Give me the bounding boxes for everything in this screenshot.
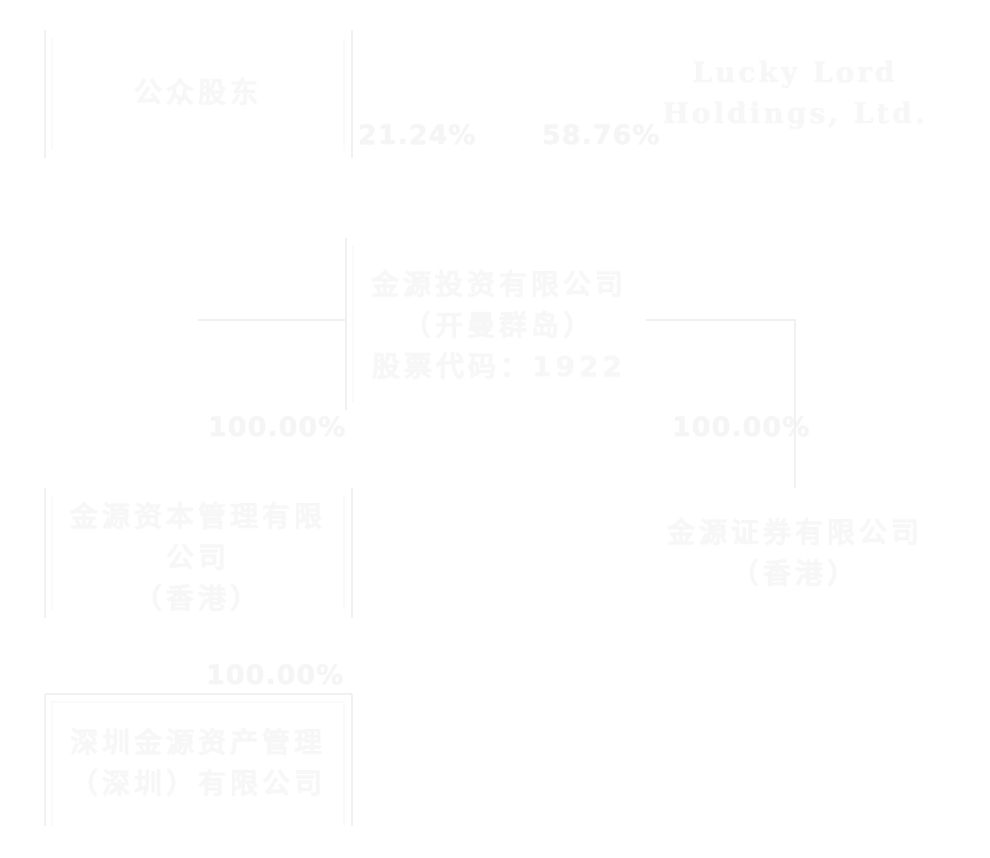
node-jinyuan-capital-line-3: （香港） xyxy=(133,582,262,615)
node-public-shareholders: 公众股东 xyxy=(52,72,344,113)
node-jinyuan-capital-line-1: 金源资本管理有限 xyxy=(69,500,326,533)
edge-label-lucky-to-investment: 58.76% xyxy=(542,120,661,151)
edge-label-investment-to-securities: 100.00% xyxy=(672,412,811,443)
node-jinyuan-investment: 金源投资有限公司 （开曼群岛） 股票代码：1922 xyxy=(354,264,644,387)
node-jinyuan-securities-line-1: 金源证券有限公司 xyxy=(666,516,923,549)
edge-label-capital-to-shenzhen: 100.00% xyxy=(206,660,345,691)
node-shenzhen-asset: 深圳金源资产管理 （深圳）有限公司 xyxy=(52,722,344,804)
node-jinyuan-capital: 金源资本管理有限 公司 （香港） xyxy=(52,496,344,619)
node-lucky-lord-line-2: Holdings, Ltd. xyxy=(662,97,928,130)
node-jinyuan-capital-line-2: 公司 xyxy=(165,541,230,574)
node-jinyuan-securities-line-2: （香港） xyxy=(730,557,859,590)
node-jinyuan-securities: 金源证券有限公司 （香港） xyxy=(650,512,940,594)
node-shenzhen-asset-line-1: 深圳金源资产管理 xyxy=(69,726,326,759)
node-public-shareholders-line-1: 公众股东 xyxy=(133,76,262,109)
edge-label-investment-to-capital: 100.00% xyxy=(208,412,347,443)
node-lucky-lord: Lucky Lord Holdings, Ltd. xyxy=(660,52,930,134)
node-jinyuan-investment-line-2: （开曼群岛） xyxy=(402,309,595,342)
node-shenzhen-asset-line-2: （深圳）有限公司 xyxy=(69,767,326,800)
node-lucky-lord-line-1: Lucky Lord xyxy=(692,56,898,89)
edge-label-public-to-investment: 21.24% xyxy=(358,120,477,151)
node-jinyuan-investment-line-1: 金源投资有限公司 xyxy=(370,268,627,301)
node-jinyuan-investment-line-3: 股票代码：1922 xyxy=(372,350,626,383)
